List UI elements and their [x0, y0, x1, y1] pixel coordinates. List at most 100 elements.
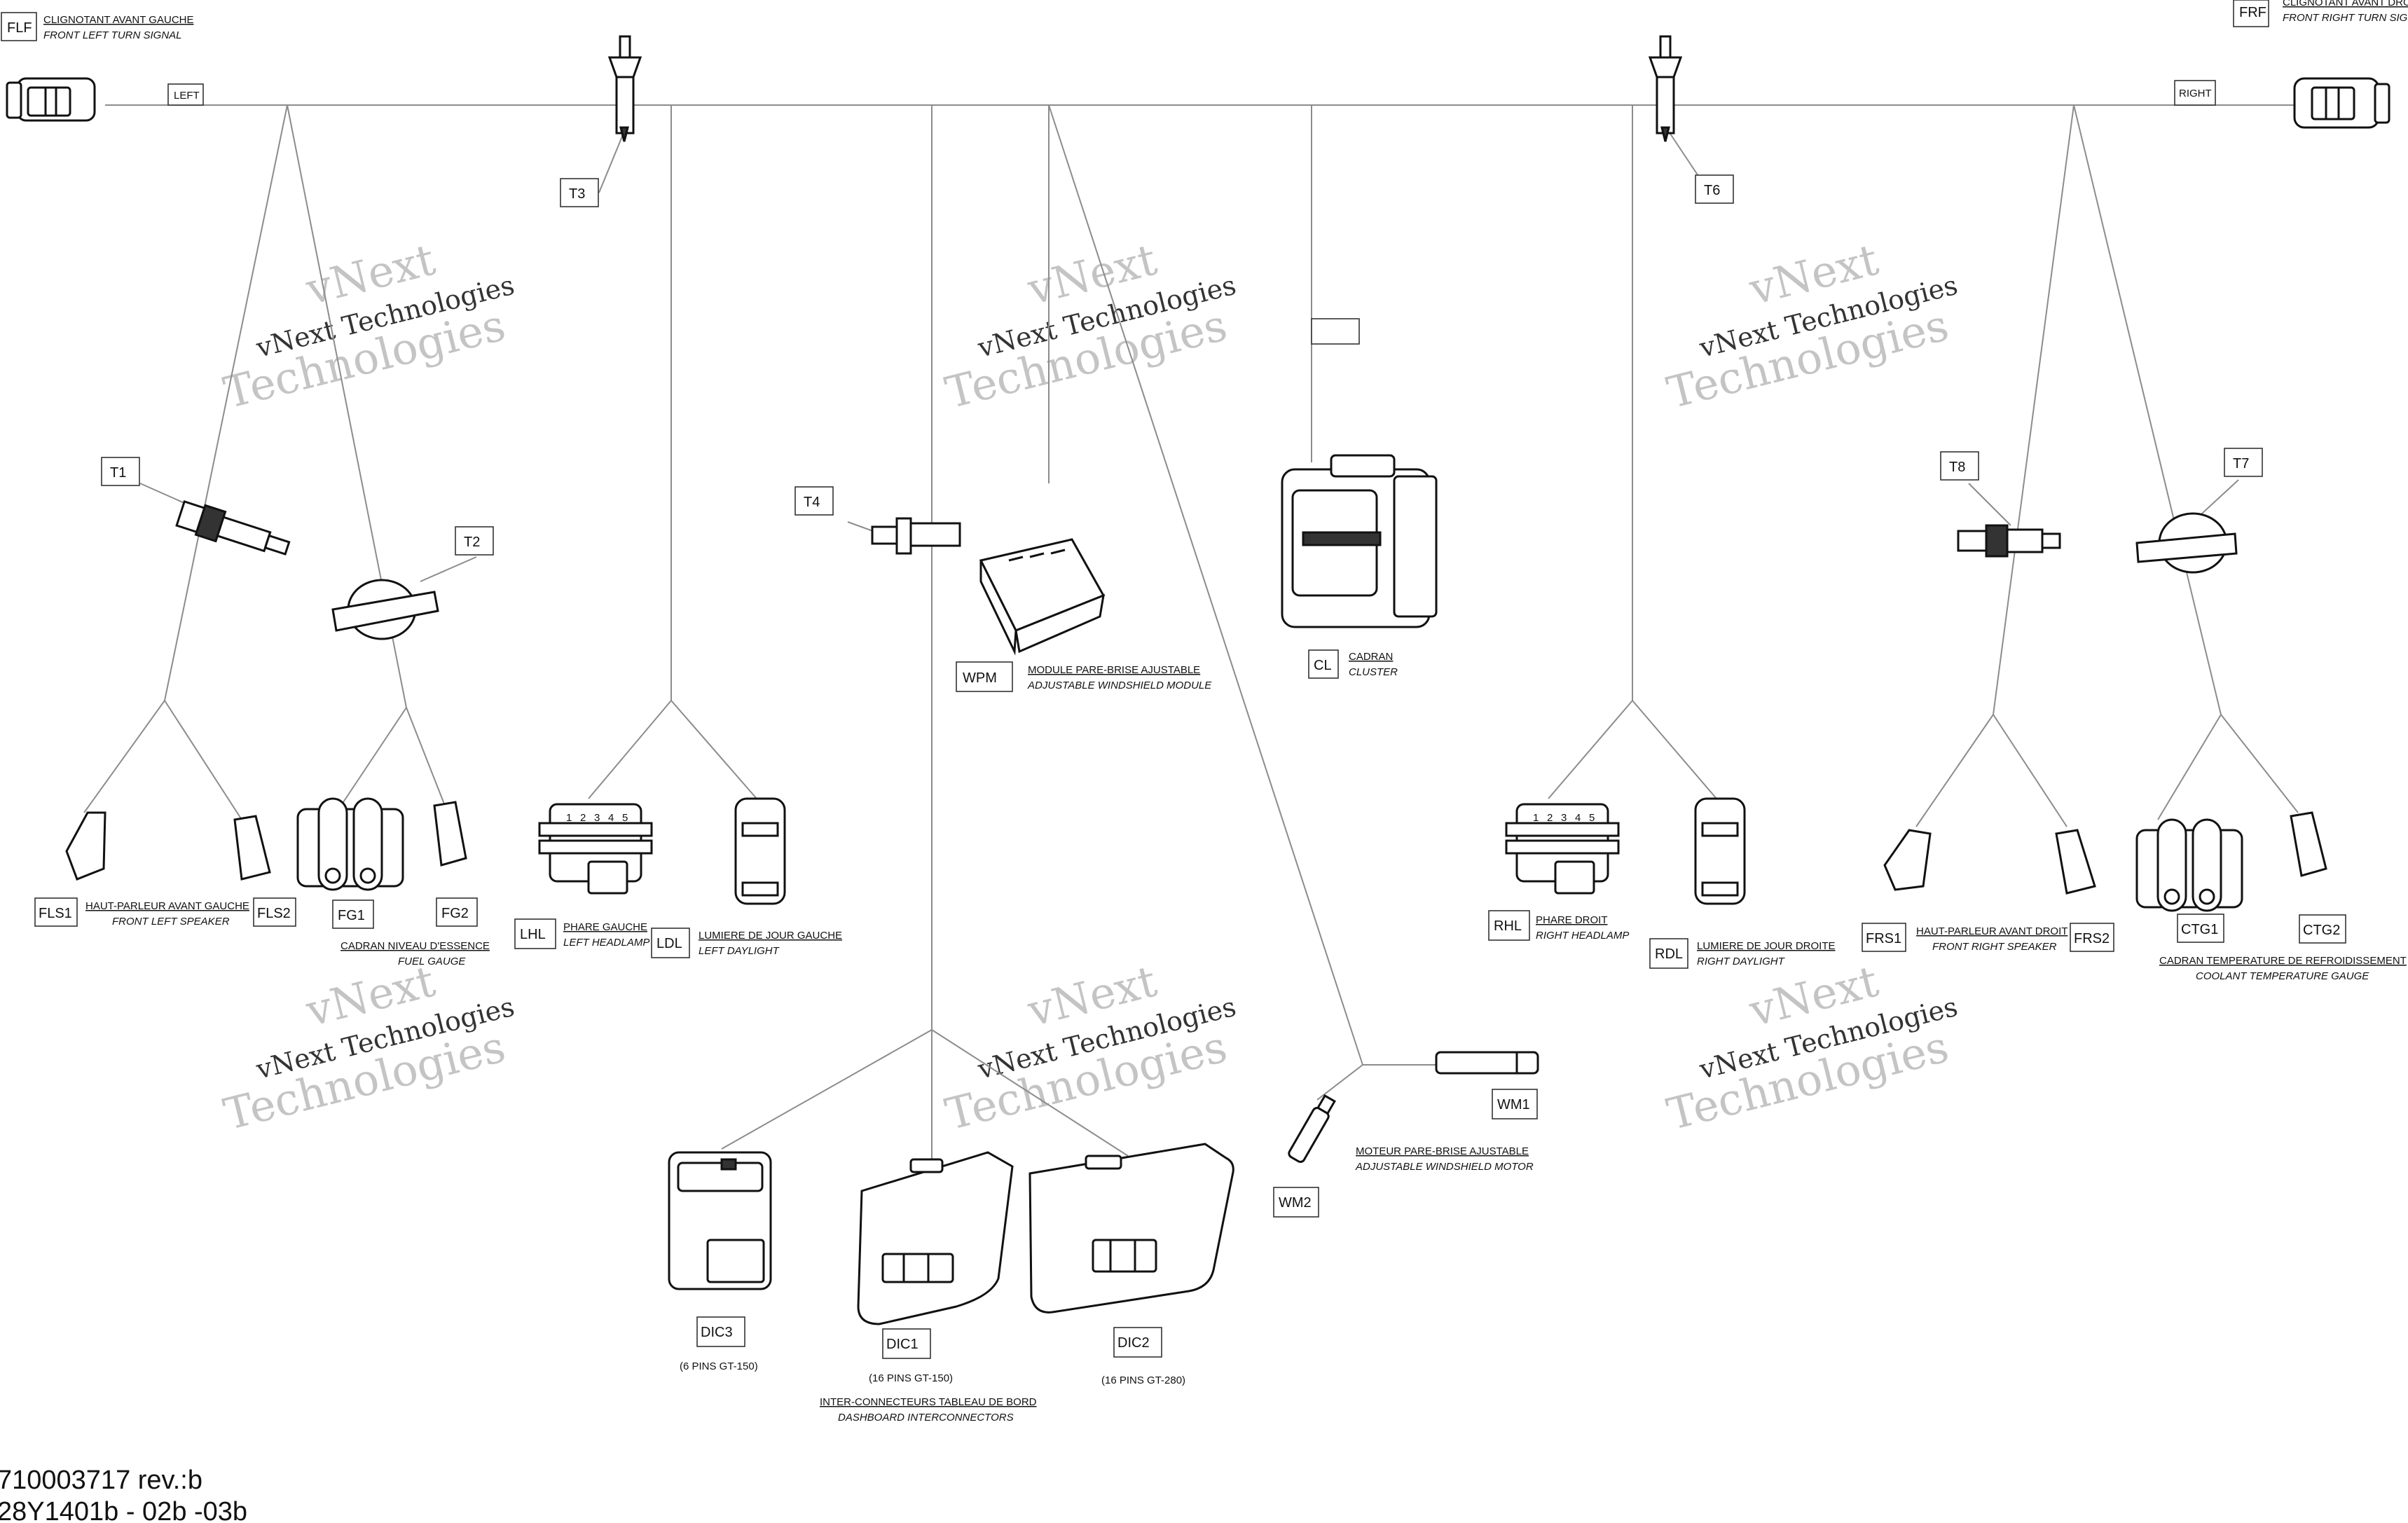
- WM2-code: WM2: [1279, 1195, 1312, 1211]
- DIC3-code: DIC3: [701, 1325, 733, 1340]
- FRS1-code: FRS1: [1866, 931, 1901, 946]
- drawing-reference: 710003717 rev.:b 28Y1401b - 02b -03b: [0, 1466, 247, 1523]
- svg-text:3: 3: [594, 812, 600, 824]
- watermarks: vNext vNext Technologies Technologies vN…: [219, 234, 1960, 1140]
- T4-sensor: [871, 517, 961, 555]
- svg-text:LUMIERE DE JOUR GAUCHE: LUMIERE DE JOUR GAUCHE: [699, 930, 842, 942]
- RDL-connector: [1694, 797, 1746, 905]
- svg-text:CL: CL: [1314, 658, 1332, 673]
- svg-text:WPM: WPM: [963, 670, 997, 686]
- T2-label: T2: [455, 526, 494, 556]
- svg-text:CADRAN TEMPERATURE DE REFROIDI: CADRAN TEMPERATURE DE REFROIDISSEMENT: [2159, 955, 2407, 967]
- CTG2-code: CTG2: [2303, 923, 2340, 938]
- DIC2-connector: [1028, 1143, 1234, 1314]
- FLS1-terminal: [65, 811, 106, 881]
- svg-text:T6: T6: [1704, 183, 1720, 198]
- svg-text:LEFT HEADLAMP: LEFT HEADLAMP: [563, 937, 649, 949]
- svg-text:ADJUSTABLE WINDSHIELD MODULE: ADJUSTABLE WINDSHIELD MODULE: [1027, 680, 1212, 691]
- WM2-connector: [1288, 1094, 1336, 1163]
- FLS2-terminal: [233, 815, 271, 881]
- LHL-label: LHL PHARE GAUCHE LEFT HEADLAMP: [514, 918, 649, 949]
- LDL-label: LDL LUMIERE DE JOUR GAUCHE LEFT DAYLIGHT: [651, 928, 842, 958]
- watermark-6: vNext vNext Technologies Technologies: [1662, 956, 1960, 1140]
- watermark-1: vNext vNext Technologies Technologies: [219, 234, 517, 419]
- FRS-labels: FRS1 FRS2 HAUT-PARLEUR AVANT DROIT FRONT…: [1862, 923, 2114, 953]
- svg-text:FUEL GAUGE: FUEL GAUGE: [398, 956, 466, 967]
- DIC2-code: DIC2: [1117, 1335, 1150, 1351]
- svg-text:1: 1: [566, 812, 572, 824]
- LHL-connector: 1 2 3 4 5: [538, 803, 653, 895]
- FG1-connector: [296, 797, 404, 891]
- svg-text:HAUT-PARLEUR AVANT GAUCHE: HAUT-PARLEUR AVANT GAUCHE: [85, 900, 249, 912]
- RHL-connector: 1 2 3 4 5: [1505, 803, 1620, 895]
- watermark-2: vNext vNext Technologies Technologies: [940, 234, 1239, 419]
- FRS2-code: FRS2: [2074, 931, 2110, 946]
- svg-text:3: 3: [1561, 812, 1567, 824]
- DIC3-pins: (6 PINS GT-150): [680, 1360, 758, 1372]
- svg-text:CLUSTER: CLUSTER: [1349, 666, 1398, 678]
- svg-text:2: 2: [580, 812, 586, 824]
- reference-line-1: 710003717 rev.:b: [0, 1466, 202, 1495]
- DIC1-connector: [857, 1151, 1014, 1325]
- FLF-en: FRONT LEFT TURN SIGNAL: [43, 29, 182, 41]
- DIC-fr: INTER-CONNECTEURS TABLEAU DE BORD: [820, 1396, 1037, 1408]
- WM1-connector: [1435, 1051, 1539, 1075]
- svg-text:T8: T8: [1949, 460, 1965, 475]
- DIC2-pins: (16 PINS GT-280): [1101, 1374, 1185, 1386]
- svg-text:5: 5: [622, 812, 628, 824]
- FLS1-code: FLS1: [39, 906, 72, 921]
- svg-text:MOTEUR PARE-BRISE AJUSTABLE: MOTEUR PARE-BRISE AJUSTABLE: [1356, 1145, 1529, 1157]
- svg-text:RIGHT DAYLIGHT: RIGHT DAYLIGHT: [1697, 956, 1786, 967]
- wire-label-right: RIGHT: [2174, 80, 2216, 106]
- svg-text:RDL: RDL: [1655, 946, 1683, 962]
- reference-line-2: 28Y1401b - 02b -03b: [0, 1497, 247, 1523]
- FRF-fr: CLIGNOTANT AVANT DROIT: [2283, 0, 2408, 8]
- svg-text:FRONT RIGHT SPEAKER: FRONT RIGHT SPEAKER: [1932, 941, 2057, 953]
- CTG1-connector: [2135, 818, 2243, 912]
- FRS2-terminal: [2055, 829, 2096, 895]
- FG2-terminal: [433, 801, 467, 867]
- FLF-fr: CLIGNOTANT AVANT GAUCHE: [43, 14, 193, 26]
- T7-label: T7: [2224, 448, 2263, 477]
- RHL-label: RHL PHARE DROIT RIGHT HEADLAMP: [1488, 910, 1629, 942]
- CTG2-terminal: [2290, 811, 2327, 877]
- svg-text:RIGHT: RIGHT: [2179, 88, 2212, 99]
- T4-label: T4: [794, 486, 834, 516]
- DIC-en: DASHBOARD INTERCONNECTORS: [838, 1412, 1014, 1424]
- T7-sender: [2135, 512, 2238, 574]
- svg-text:2: 2: [1547, 812, 1553, 824]
- T1-label: T1: [101, 457, 140, 486]
- T1-sensor: [175, 499, 291, 556]
- RDL-label: RDL LUMIERE DE JOUR DROITE RIGHT DAYLIGH…: [1649, 938, 1836, 969]
- svg-text:T4: T4: [804, 495, 820, 510]
- T2-sender: [331, 579, 439, 640]
- T8-sensor: [1957, 524, 2061, 558]
- svg-text:LEFT: LEFT: [174, 90, 200, 102]
- CL-label: CL CADRAN CLUSTER: [1308, 649, 1398, 679]
- CTG-labels: CTG1 CTG2 CADRAN TEMPERATURE DE REFROIDI…: [2159, 914, 2407, 982]
- svg-text:LEFT DAYLIGHT: LEFT DAYLIGHT: [699, 945, 780, 957]
- svg-text:CADRAN: CADRAN: [1349, 651, 1393, 663]
- svg-text:5: 5: [1589, 812, 1595, 824]
- FRF-en: FRONT RIGHT TURN SIGNAL: [2283, 12, 2408, 24]
- T6-sensor: [1648, 35, 1683, 142]
- WM-labels: WM1 WM2 MOTEUR PARE-BRISE AJUSTABLE ADJU…: [1273, 1089, 1538, 1218]
- watermark-4: vNext vNext Technologies Technologies: [219, 956, 517, 1140]
- T8-label: T8: [1940, 451, 1979, 481]
- svg-text:HAUT-PARLEUR AVANT DROIT: HAUT-PARLEUR AVANT DROIT: [1916, 925, 2068, 937]
- FRF-connector: [2293, 77, 2390, 129]
- svg-text:PHARE DROIT: PHARE DROIT: [1536, 914, 1608, 926]
- svg-text:4: 4: [608, 812, 614, 824]
- WPM-label: WPM MODULE PARE-BRISE AJUSTABLE ADJUSTAB…: [956, 661, 1212, 692]
- svg-text:RHL: RHL: [1494, 918, 1522, 934]
- wire-label-left: LEFT: [167, 83, 204, 106]
- T6-label: T6: [1695, 174, 1734, 204]
- CL-connector: [1281, 318, 1438, 628]
- DIC3-connector: [668, 1151, 772, 1290]
- svg-text:PHARE GAUCHE: PHARE GAUCHE: [563, 921, 647, 933]
- FG-labels: FG1 FG2 CADRAN NIVEAU D'ESSENCE FUEL GAU…: [332, 897, 490, 967]
- svg-text:T1: T1: [110, 465, 126, 481]
- T3-sensor: [607, 35, 642, 142]
- FG2-code: FG2: [441, 906, 469, 921]
